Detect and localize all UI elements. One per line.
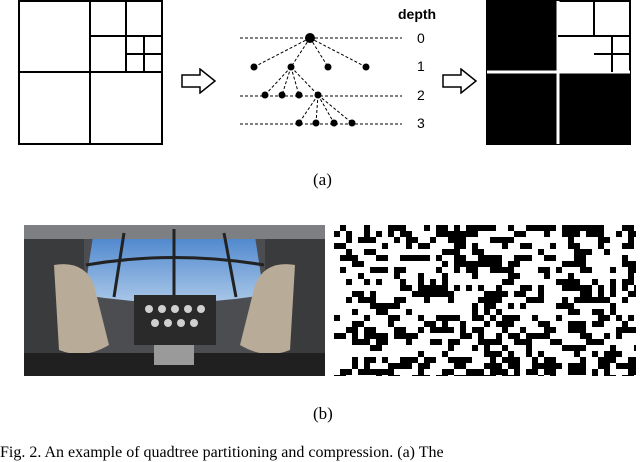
quadtree-partition-diagram [18, 0, 163, 145]
depth-header: depth [398, 6, 437, 22]
cockpit-panorama-image [24, 225, 325, 376]
depth-level-3: 3 [417, 115, 425, 131]
quadtree-tree-diagram [240, 33, 402, 127]
panel-a-label: (a) [313, 170, 332, 189]
panel-b-label: (b) [313, 404, 333, 423]
right-arrow-icon [181, 68, 217, 94]
depth-level-0: 0 [417, 30, 425, 46]
figure-caption: Fig. 2. An example of quadtree partition… [0, 444, 444, 461]
binary-quadtree-map [334, 225, 636, 376]
right-arrow-icon [442, 68, 478, 94]
encoded-quadtree-blocks [486, 0, 631, 145]
depth-level-2: 2 [417, 87, 425, 103]
depth-level-1: 1 [417, 58, 425, 74]
